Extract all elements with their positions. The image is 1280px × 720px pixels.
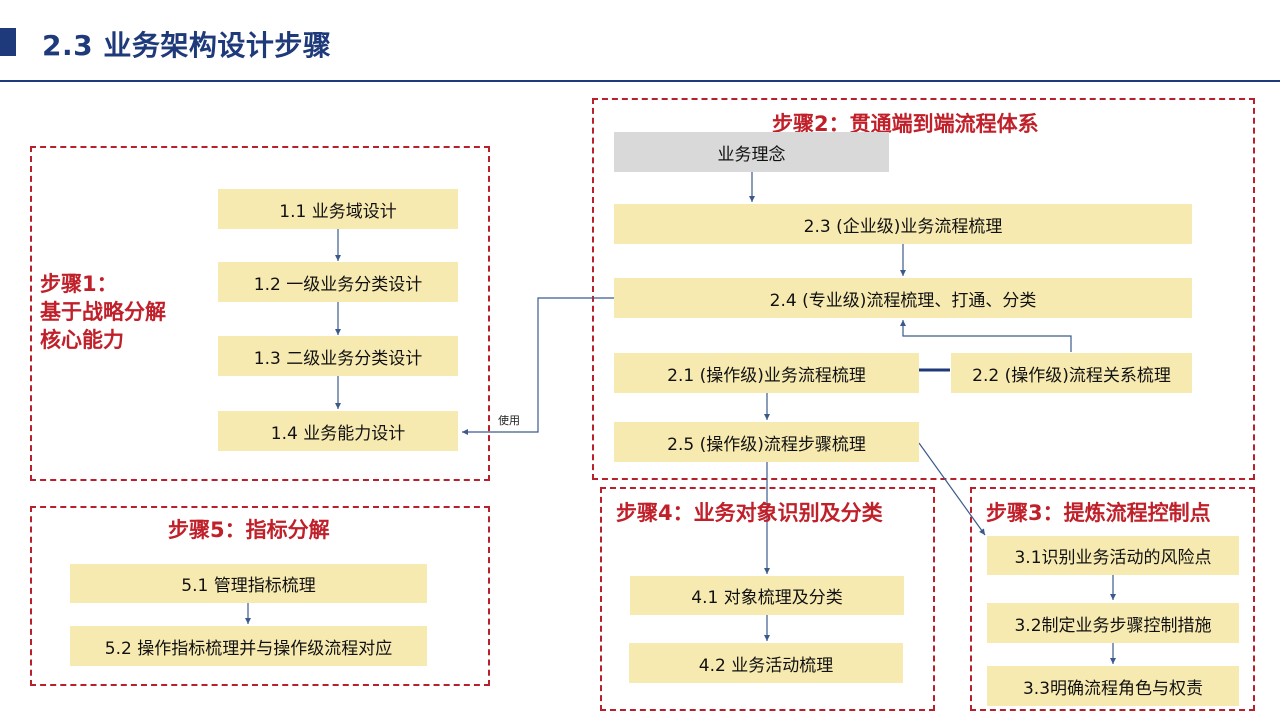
step1-item-1-1[interactable]: 1.1 业务域设计 [218,189,458,229]
step2-concept[interactable]: 业务理念 [614,132,889,172]
step4-title: 步骤4：业务对象识别及分类 [616,501,883,525]
step1-title-line2: 基于战略分解 [40,300,166,324]
step1-item-1-4[interactable]: 1.4 业务能力设计 [218,411,458,451]
step3-item-3-3[interactable]: 3.3明确流程角色与权责 [987,666,1239,706]
page-title: 2.3 业务架构设计步骤 [42,29,332,62]
step2-item-2-5[interactable]: 2.5 (操作级)流程步骤梳理 [614,422,919,462]
use-label: 使用 [498,414,520,427]
step3-group [970,487,1255,711]
step1-item-1-3[interactable]: 1.3 二级业务分类设计 [218,336,458,376]
step1-title-line3: 核心能力 [40,328,124,352]
title-marker [0,28,16,56]
step3-title: 步骤3：提炼流程控制点 [986,501,1211,525]
step2-item-2-2[interactable]: 2.2 (操作级)流程关系梳理 [951,353,1192,393]
step2-item-2-1[interactable]: 2.1 (操作级)业务流程梳理 [614,353,919,393]
title-rule [0,80,1280,82]
step5-title: 步骤5：指标分解 [168,518,330,542]
step5-group [30,506,490,686]
step3-item-3-1[interactable]: 3.1识别业务活动的风险点 [987,536,1239,575]
step4-item-4-1[interactable]: 4.1 对象梳理及分类 [630,576,904,615]
step5-item-5-2[interactable]: 5.2 操作指标梳理并与操作级流程对应 [70,626,427,666]
step1-title-line1: 步骤1： [40,272,118,296]
step1-title: 步骤1： 基于战略分解 核心能力 [40,270,210,354]
step5-item-5-1[interactable]: 5.1 管理指标梳理 [70,564,427,603]
step1-item-1-2[interactable]: 1.2 一级业务分类设计 [218,262,458,302]
step2-item-2-3[interactable]: 2.3 (企业级)业务流程梳理 [614,204,1192,244]
step2-item-2-4[interactable]: 2.4 (专业级)流程梳理、打通、分类 [614,278,1192,318]
step4-item-4-2[interactable]: 4.2 业务活动梳理 [629,643,903,683]
step3-item-3-2[interactable]: 3.2制定业务步骤控制措施 [987,603,1239,643]
